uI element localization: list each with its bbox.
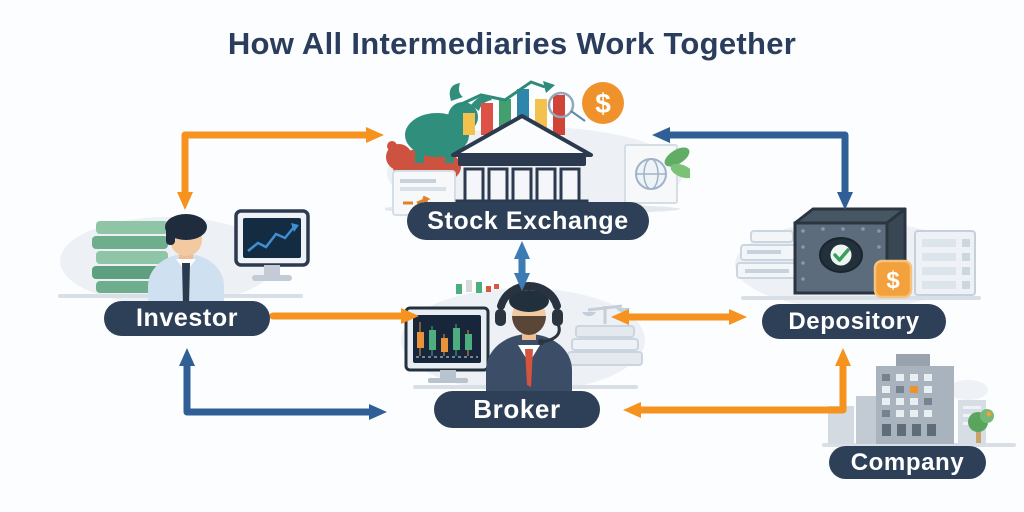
- node-label-broker: Broker: [434, 391, 600, 428]
- cloud-backdrop: [948, 380, 988, 400]
- mini-candles-icon: [456, 280, 499, 294]
- node-label-stock-exchange: Stock Exchange: [407, 202, 649, 240]
- node-label-depository: Depository: [762, 304, 946, 339]
- globe-document-icon: [624, 144, 678, 204]
- arrow-company-depository-broker: [623, 348, 851, 418]
- monitor-chart-icon: [234, 209, 310, 281]
- check-icon: [833, 248, 850, 262]
- dollar-coin-icon: $: [582, 82, 624, 124]
- candlestick-monitor-icon: [404, 306, 490, 383]
- stock-exchange-illustration: $: [385, 80, 690, 219]
- depository-illustration: $: [735, 207, 981, 308]
- arrow-investor-broker-blue: [179, 348, 387, 420]
- ground-line: [741, 296, 981, 300]
- company-illustration: [822, 354, 1016, 447]
- investor-illustration: [58, 209, 310, 306]
- server-icon: [914, 230, 976, 296]
- node-label-investor: Investor: [104, 301, 270, 336]
- broker-illustration: [401, 280, 645, 394]
- investor-person-icon: [148, 214, 224, 306]
- tree-icon: [968, 409, 994, 443]
- dollar-badge-icon: $: [873, 259, 913, 299]
- arrow-stock-exchange-depository: [652, 127, 853, 210]
- dollar-sign: $: [886, 267, 900, 294]
- documents-icon: [736, 230, 808, 279]
- arrow-investor-stock-exchange: [177, 127, 384, 210]
- node-label-company: Company: [829, 446, 986, 479]
- page-title: How All Intermediaries Work Together: [227, 26, 797, 61]
- dollar-sign: $: [595, 88, 611, 119]
